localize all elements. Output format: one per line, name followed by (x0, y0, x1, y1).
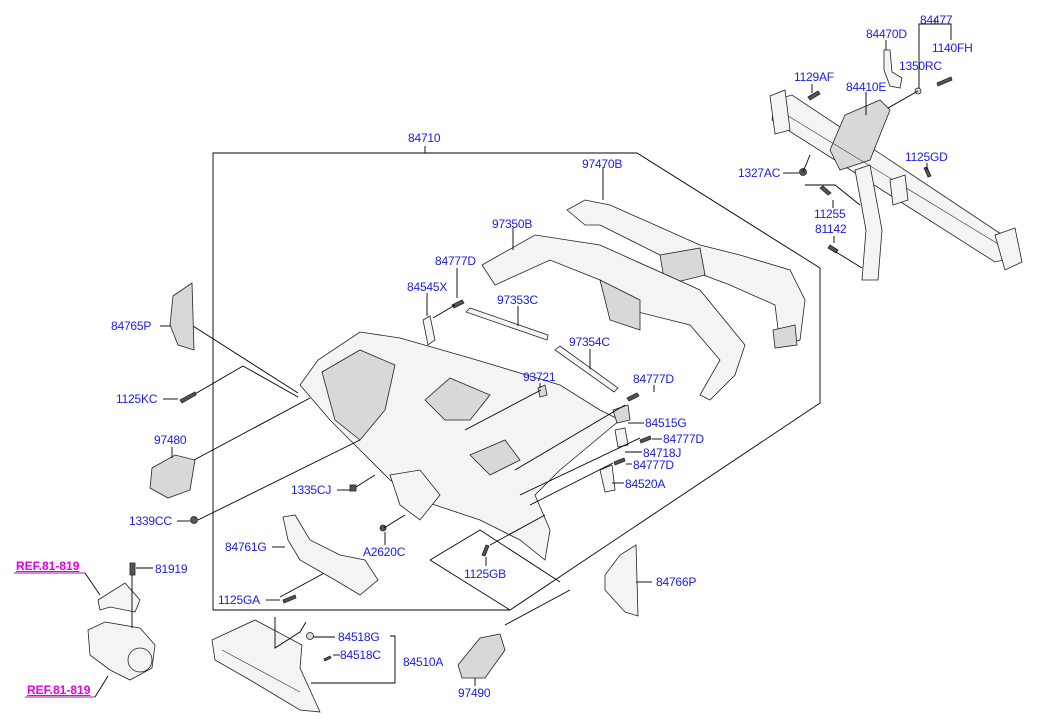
callout-93721[interactable]: 93721 (523, 370, 556, 384)
reference-link-bottom[interactable]: REF.81-819 (27, 683, 91, 697)
callout-84515G[interactable]: 84515G (645, 416, 687, 430)
garnish-97353C-part (465, 307, 549, 341)
callout-stubs (136, 18, 952, 686)
callout-84518G[interactable]: 84518G (338, 630, 380, 644)
callout-84766P[interactable]: 84766P (656, 575, 697, 589)
callout-1125GD[interactable]: 1125GD (905, 150, 948, 164)
callout-97480[interactable]: 97480 (154, 433, 187, 447)
callout-97350B[interactable]: 97350B (492, 217, 533, 231)
callout-1129AF[interactable]: 1129AF (794, 70, 834, 84)
glove-box-84510A-part (211, 617, 396, 713)
callout-84777D-lower[interactable]: 84777D (633, 458, 674, 472)
ignition-lock-part (14, 562, 156, 698)
callout-1140FH[interactable]: 1140FH (932, 41, 973, 55)
callout-84777D-right[interactable]: 84777D (633, 372, 674, 386)
cowl-cross-bar-part (769, 89, 1023, 281)
callout-84710[interactable]: 84710 (408, 131, 441, 145)
callout-1335CJ[interactable]: 1335CJ (291, 483, 332, 497)
callout-84470D[interactable]: 84470D (866, 27, 907, 41)
callout-11255[interactable]: 11255 (814, 207, 846, 221)
callout-84718J[interactable]: 84718J (643, 446, 682, 460)
callout-81919[interactable]: 81919 (155, 562, 188, 576)
callout-84520A[interactable]: 84520A (625, 477, 666, 491)
nut-1339CC-part (190, 516, 198, 524)
callout-1125GA[interactable]: 1125GA (218, 593, 260, 607)
callout-1327AC[interactable]: 1327AC (738, 166, 781, 180)
vent-97490-part (457, 633, 506, 679)
callout-1125GB[interactable]: 1125GB (464, 567, 506, 581)
callout-97353C[interactable]: 97353C (497, 293, 538, 307)
callout-84410E[interactable]: 84410E (846, 80, 887, 94)
duct-97350B-part (481, 234, 746, 401)
misc-clips-center (349, 384, 652, 557)
leader-lines (187, 325, 641, 626)
garnish-97354C-part (554, 345, 619, 393)
vent-97480-part (149, 454, 196, 499)
callout-84510A[interactable]: 84510A (403, 655, 444, 669)
side-cover-84766P-part (604, 544, 639, 617)
fasteners-top-right (799, 76, 953, 269)
callout-97354C[interactable]: 97354C (569, 335, 610, 349)
callout-1339CC[interactable]: 1339CC (129, 514, 172, 528)
callout-1350RC[interactable]: 1350RC (899, 59, 942, 73)
bracket-84470D-part (883, 49, 903, 89)
callout-84518C[interactable]: 84518C (340, 648, 381, 662)
callout-1125KC[interactable]: 1125KC (116, 392, 158, 406)
duct-97470B-part (566, 199, 806, 349)
callout-97490[interactable]: 97490 (458, 686, 491, 700)
side-cover-84765P-part (169, 282, 195, 351)
callout-A2620C[interactable]: A2620C (363, 545, 406, 559)
callout-97470B[interactable]: 97470B (582, 157, 623, 171)
panel-84761G-part (282, 514, 379, 604)
callout-84545X[interactable]: 84545X (407, 280, 448, 294)
callout-84777D-top[interactable]: 84777D (435, 254, 476, 268)
reference-link-top[interactable]: REF.81-819 (16, 559, 80, 573)
callout-84761G[interactable]: 84761G (225, 540, 267, 554)
callout-84777D-middle[interactable]: 84777D (663, 432, 704, 446)
bracket-84545X-part (422, 299, 465, 346)
callout-84477[interactable]: 84477 (920, 13, 953, 27)
callout-84765P[interactable]: 84765P (111, 319, 152, 333)
callout-81142[interactable]: 81142 (815, 222, 847, 236)
bolt-1125KC-part (179, 391, 197, 404)
